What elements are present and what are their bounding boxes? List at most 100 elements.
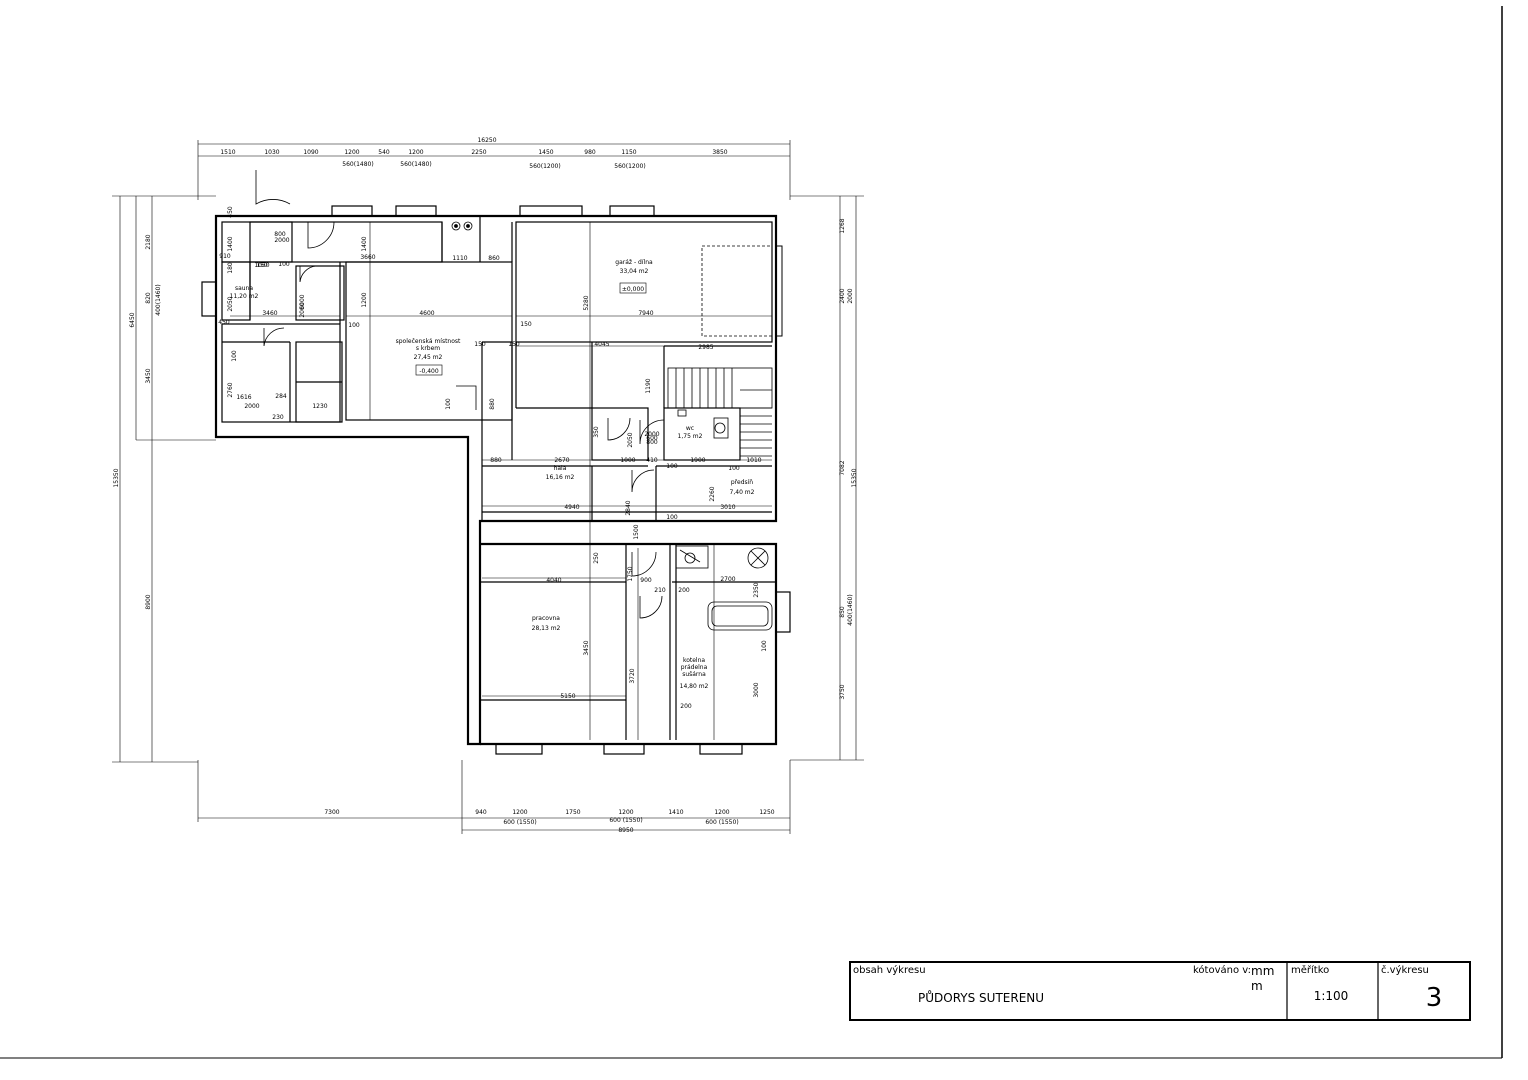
interior-dimension: 284	[275, 393, 287, 400]
window-mark-bottom: 600 (1550)	[609, 817, 642, 824]
interior-dimension: 800	[274, 231, 286, 238]
title-block-label-scale: měřítko	[1291, 964, 1329, 976]
room-name-kotelna-2: prádelna	[681, 664, 708, 671]
dim-top: 540	[378, 149, 390, 156]
interior-dimension: 350	[593, 426, 600, 438]
interior-dimension: 1010	[746, 457, 761, 464]
drawing-number: 3	[1426, 983, 1443, 1013]
interior-dimension: 880	[490, 457, 502, 464]
dim-top: 1450	[538, 149, 553, 156]
title-block: obsah výkresu PŮDORYS SUTERENU kótováno …	[849, 961, 1471, 1021]
interior-dimension: 100	[728, 465, 740, 472]
interior-dimension: 2760	[227, 382, 234, 397]
interior-dimension: 2000	[244, 403, 259, 410]
windows	[201, 205, 791, 755]
room-name-hala: hala	[554, 465, 567, 472]
interior-dimension: 1900	[690, 457, 705, 464]
dim-top: 1030	[264, 149, 279, 156]
interior-dimension: 880	[489, 398, 496, 410]
room-area-garaz: 33,04 m2	[620, 268, 649, 275]
window-mark-top: 560(1480)	[400, 161, 431, 168]
interior-dimension: 180	[227, 262, 234, 274]
window-mark-top: 560(1480)	[342, 161, 373, 168]
interior-dimension: 230	[272, 414, 284, 421]
interior-dimension: 210	[654, 587, 666, 594]
window-mark-bottom: 600 (1550)	[503, 819, 536, 826]
room-name-kotelna-1: kotelna	[683, 657, 705, 664]
dim-right-overall: 15350	[851, 468, 858, 487]
interior-dimension: 1050	[254, 262, 269, 269]
room-name-wc: wc	[686, 425, 694, 432]
interior-dimension: 2000	[299, 302, 306, 317]
interior-dimension: 3660	[360, 254, 375, 261]
dim-left-overall: 15350	[113, 468, 120, 487]
room-area-spolecenska: 27,45 m2	[414, 354, 443, 361]
interior-dimension: 100	[348, 322, 360, 329]
dimension-texts: 16250 1510 1030 1090 1200 540 1200 2250 …	[113, 137, 858, 834]
room-name-spolecenska-1: společenská místnost	[396, 338, 461, 345]
sheet-frame	[0, 6, 1503, 1059]
dim-right: 850	[839, 606, 846, 618]
room-area-sauna: 11,20 m2	[230, 293, 259, 300]
interior-dimension: 900	[640, 577, 652, 584]
interior-dimension: 200	[680, 703, 692, 710]
title-block-label-content: obsah výkresu	[853, 964, 926, 976]
dim-bottom: 1200	[618, 809, 633, 816]
doors	[255, 170, 665, 619]
interior-dimension: 2985	[698, 344, 713, 351]
dim-top: 1200	[344, 149, 359, 156]
dimension-lines	[112, 140, 864, 834]
interior-dimension: 800	[646, 439, 658, 446]
dim-top: 1200	[408, 149, 423, 156]
interior-dimension: 2840	[625, 500, 632, 515]
title-block-units-m: m	[1251, 979, 1263, 993]
interior-dimension: 100	[445, 398, 452, 410]
room-name-spolecenska-2: s krbem	[416, 345, 440, 352]
interior-dimension: 3000	[753, 682, 760, 697]
floor-plan	[112, 140, 864, 834]
interior-dimension: 100	[761, 640, 768, 652]
interior-dimension: 4045	[594, 341, 609, 348]
interior-dimension: 3010	[720, 504, 735, 511]
fixtures	[451, 221, 773, 631]
dim-bottom: 1750	[565, 809, 580, 816]
interior-dimension: 2000	[274, 237, 289, 244]
drawing-scale: 1:100	[1314, 989, 1349, 1003]
interior-dimension: 2050	[627, 432, 634, 447]
interior-dimension: 1400	[227, 236, 234, 251]
dim-right: 7082	[839, 460, 846, 475]
interior-dimension: 2000	[644, 431, 659, 438]
room-level-garaz: ±0,000	[622, 286, 644, 293]
interior-dimension: 6000	[299, 294, 306, 309]
window-mark-top: 560(1200)	[529, 163, 560, 170]
level-box	[415, 364, 443, 376]
interior-dimension: 1200	[361, 292, 368, 307]
interior-dimension: 100	[666, 514, 678, 521]
interior-dimension: 100	[278, 261, 290, 268]
interior-dimension: 150	[256, 262, 268, 269]
dim-left: 8900	[145, 594, 152, 609]
interior-dimension: 250	[593, 552, 600, 564]
room-area-pracovna: 28,13 m2	[532, 625, 561, 632]
interior-dimension: 1750	[627, 566, 634, 581]
interior-dimension: 7940	[638, 310, 653, 317]
dim-bottom-overall: 8950	[618, 827, 633, 834]
interior-dimension: 100	[666, 463, 678, 470]
dim-overall-top: 16250	[477, 137, 496, 144]
room-name-sauna: sauna	[235, 285, 253, 292]
dim-top: 3850	[712, 149, 727, 156]
room-area-wc: 1,75 m2	[678, 433, 703, 440]
interior-dimension: 1190	[645, 378, 652, 393]
room-area-predsin: 7,40 m2	[730, 489, 755, 496]
interior-dimension: 1230	[312, 403, 327, 410]
dim-left: 3450	[145, 368, 152, 383]
interior-dimension: 410	[646, 457, 658, 464]
room-area-kotelna: 14,80 m2	[680, 683, 709, 690]
staircase	[667, 367, 773, 457]
dim-top: 980	[584, 149, 596, 156]
dim-top: 1510	[220, 149, 235, 156]
dim-bottom: 1410	[668, 809, 683, 816]
drawing-title: PŮDORYS SUTERENU	[918, 990, 1044, 1005]
window-mark-left: 400(1460)	[155, 284, 162, 315]
